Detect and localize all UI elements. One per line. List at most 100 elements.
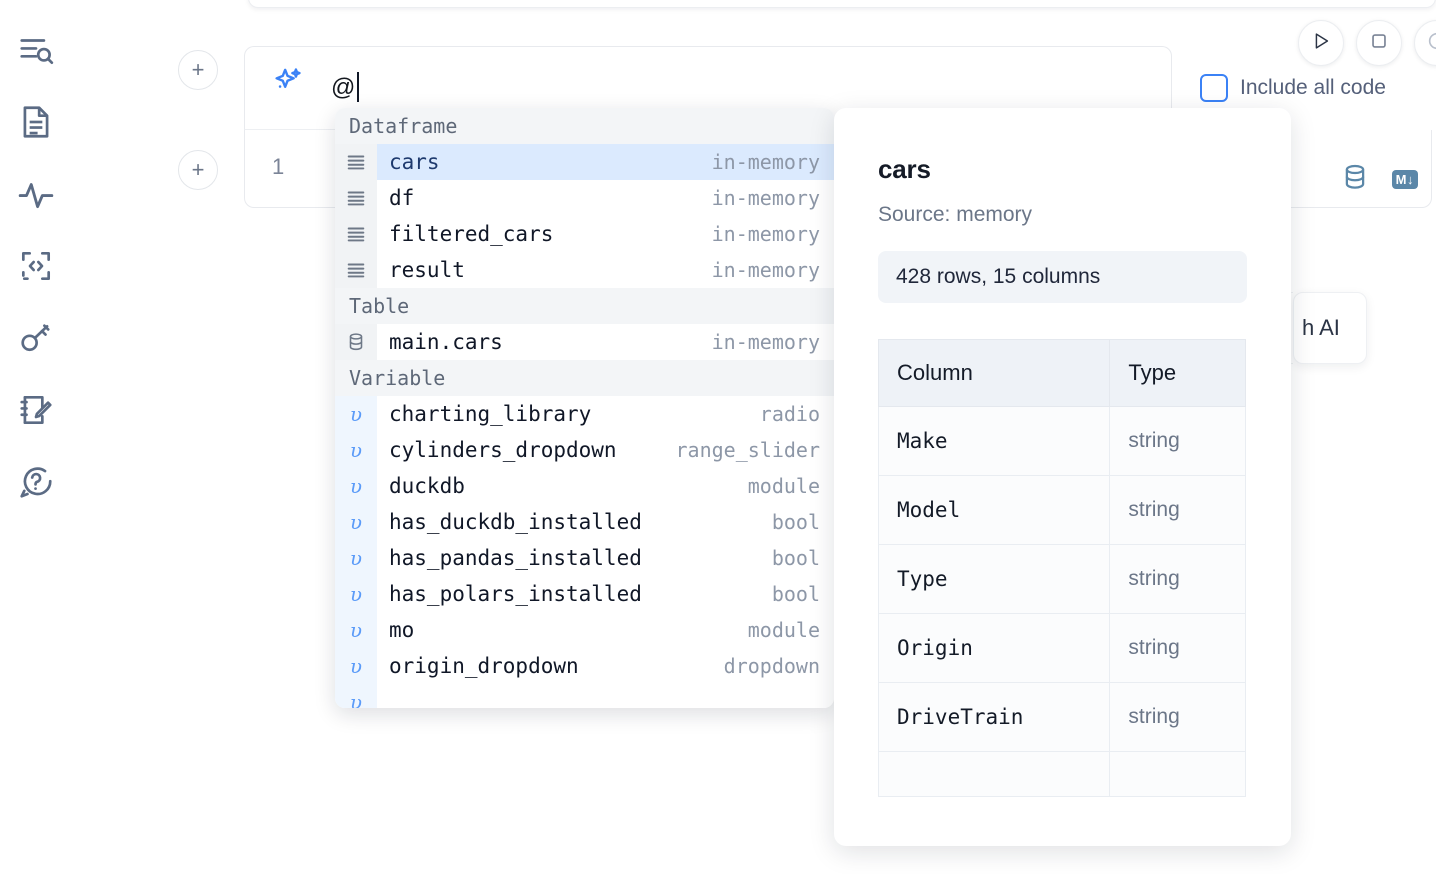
schema-header-type: Type [1109,339,1246,407]
dropdown-item-body: origin_dropdown dropdown [377,648,834,684]
dropdown-item-type: in-memory [711,330,820,354]
activity-icon [17,175,55,213]
dataset-detail-panel: cars Source: memory 428 rows, 15 columns… [834,108,1291,846]
dropdown-item-name: cars [389,150,440,174]
dropdown-item-type: in-memory [711,186,820,210]
explorer-search-icon [17,31,55,69]
generate-with-ai-button[interactable]: h AI [1293,292,1367,364]
dropdown-item-name: mo [389,618,415,642]
dropdown-item[interactable]: υ cylinders_dropdown range_slider [335,432,834,468]
variable-icon: υ [335,432,377,468]
dropdown-item-name: df [389,186,415,210]
table-database-icon [335,324,377,360]
generate-with-ai-label: h AI [1302,315,1340,340]
ai-prompt-input-wrap[interactable]: @ [331,71,1171,111]
dropdown-item-type: module [747,474,820,498]
variable-icon: υ [335,540,377,576]
dropdown-item-name: has_pandas_installed [389,546,642,570]
dropdown-item-type: bool [771,546,820,570]
add-cell-button-bottom[interactable]: + [178,150,218,190]
document-icon [17,103,55,141]
dropdown-item-type: radio [759,402,820,426]
schema-header-column: Column [877,339,1111,407]
variable-icon: υ [335,468,377,504]
dropdown-item-name: origin_dropdown [389,654,579,678]
schema-column-type: string [1109,406,1246,476]
variable-icon: υ [335,576,377,612]
cell-icon-group: M↓ [1340,162,1418,197]
ai-prompt-input[interactable]: @ [331,74,356,101]
dropdown-item-name: charting_library [389,402,592,426]
variable-icon: υ [335,504,377,540]
sidebar-item-explorer[interactable] [10,14,62,86]
more-button[interactable] [1414,20,1436,66]
dropdown-item-body: charting_library radio [377,396,834,432]
schema-column-name: DriveTrain [877,682,1111,752]
run-button[interactable] [1298,20,1344,66]
dropdown-item-name: cylinders_dropdown [389,438,617,462]
dataframe-icon [335,216,377,252]
database-icon[interactable] [1340,162,1370,197]
sparkle-ai-icon [271,65,305,99]
sidebar-item-secrets[interactable] [10,302,62,374]
markdown-icon[interactable]: M↓ [1391,170,1418,189]
dropdown-item-type: dropdown [723,654,820,678]
sidebar-item-scratchpad[interactable] [10,374,62,446]
detail-source: Source: memory [878,203,1033,226]
dropdown-item-name: has_duckdb_installed [389,510,642,534]
dropdown-group-header: Table [335,288,834,324]
dropdown-item-body [377,684,834,708]
include-all-code-row[interactable]: Include all code [1200,74,1386,102]
schema-column-name: Make [877,406,1111,476]
sidebar-rail [0,0,72,874]
scratchpad-edit-icon [17,391,55,429]
dropdown-item[interactable]: main.cars in-memory [335,324,834,360]
stop-button[interactable] [1356,20,1402,66]
sidebar-item-document[interactable] [10,86,62,158]
plus-icon: + [191,157,205,182]
include-all-code-checkbox[interactable] [1200,74,1228,102]
dropdown-item-name: has_polars_installed [389,582,642,606]
dataframe-icon [335,252,377,288]
sidebar-item-snippets[interactable] [10,230,62,302]
dropdown-item-name: main.cars [389,330,503,354]
table-row [877,751,1246,797]
dropdown-item[interactable]: υ has_pandas_installed bool [335,540,834,576]
sidebar-item-activity[interactable] [10,158,62,230]
previous-cell-card [248,0,1436,8]
dropdown-item-body: df in-memory [377,180,834,216]
play-icon [1310,30,1332,57]
include-all-code-label: Include all code [1240,76,1386,99]
stop-square-icon [1368,30,1390,57]
dropdown-item-type: range_slider [675,438,821,462]
add-cell-button-top[interactable]: + [178,50,218,90]
dropdown-item[interactable]: υ [335,684,834,708]
dropdown-item[interactable]: df in-memory [335,180,834,216]
detail-title: cars [878,154,931,184]
dropdown-item-name: result [389,258,465,282]
run-controls [1298,20,1436,66]
dropdown-item-name: filtered_cars [389,222,554,246]
help-chat-icon [17,463,55,501]
sidebar-item-help[interactable] [10,446,62,518]
dropdown-group-header: Variable [335,360,834,396]
